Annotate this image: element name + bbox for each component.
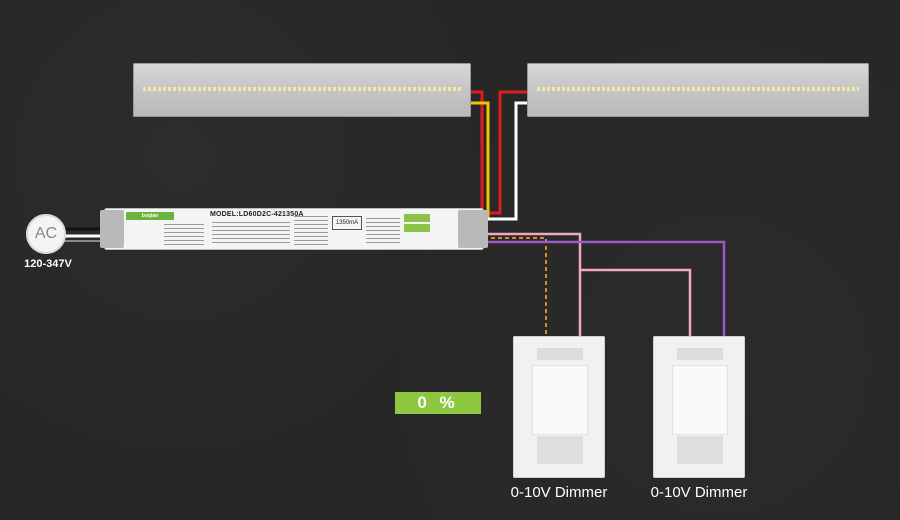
- dimmer-label-1: 0-10V Dimmer: [510, 484, 608, 501]
- dim-level-indicator: 0 %: [395, 392, 481, 414]
- driver-spec-text: [164, 224, 204, 246]
- driver-model: MODEL:LD60D2C-421350A: [210, 211, 304, 218]
- driver-label-block: [404, 224, 430, 232]
- driver-label-block: [404, 214, 430, 222]
- led-strip: [143, 87, 461, 91]
- led-driver: boqiao MODEL:LD60D2C-421350A 1350mA: [100, 208, 488, 250]
- wire-red-left: [471, 90, 484, 215]
- led-strip: [537, 87, 859, 91]
- driver-current: 1350mA: [332, 216, 362, 230]
- dimmer-slider[interactable]: [673, 366, 727, 434]
- ac-source-icon: AC: [26, 214, 66, 254]
- wire-yellow-left: [471, 101, 490, 218]
- led-panel-right: [527, 63, 869, 117]
- dimmer-switch-2[interactable]: [653, 336, 745, 478]
- input-voltage-label: 120-347V: [24, 258, 72, 270]
- wire-orange-dimmer1: [484, 237, 547, 336]
- dimmer-slider[interactable]: [533, 366, 587, 434]
- dimmer-switch-1[interactable]: [513, 336, 605, 478]
- driver-input-terminal: [100, 210, 124, 248]
- driver-spec-text: [212, 222, 290, 246]
- driver-output-terminal: [458, 210, 488, 248]
- wire-white-right: [484, 101, 528, 221]
- wire-pink-dimmer2: [580, 268, 692, 336]
- driver-spec-text: [294, 216, 328, 246]
- dimmer-label-2: 0-10V Dimmer: [650, 484, 748, 501]
- brand-logo: boqiao: [126, 212, 174, 220]
- led-panel-left: [133, 63, 471, 117]
- wire-pink-loop: [484, 232, 582, 336]
- driver-spec-text: [366, 218, 400, 244]
- wire-red-right: [484, 90, 528, 215]
- wire-purple-dimmer2: [484, 240, 726, 336]
